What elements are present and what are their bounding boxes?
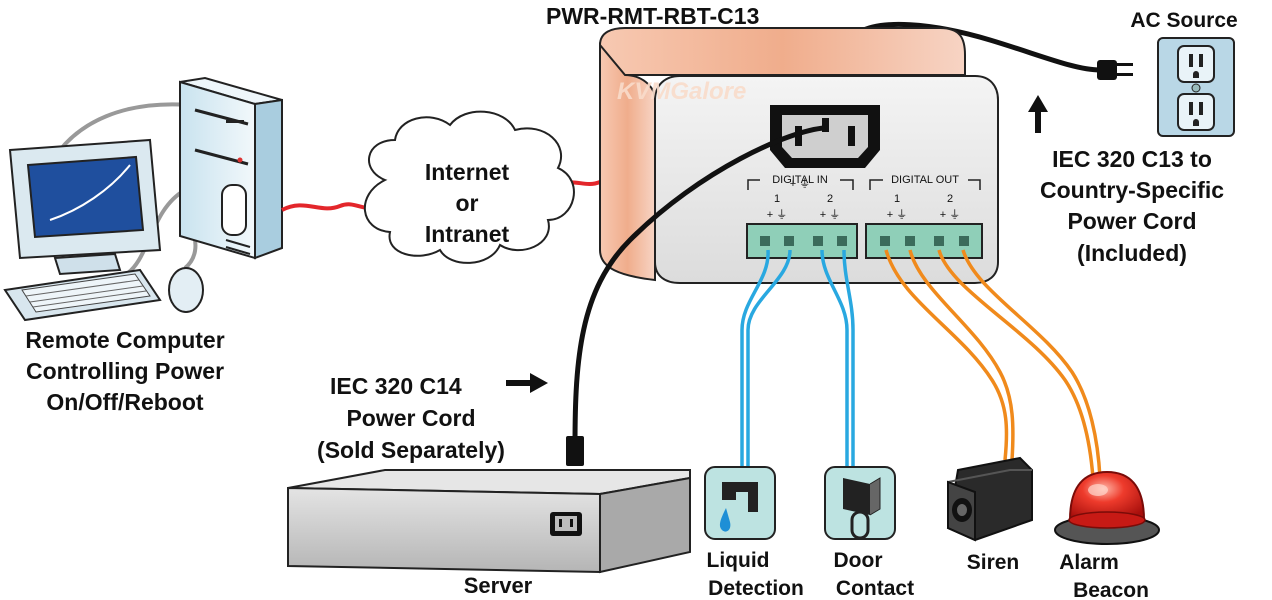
alarm-beacon-line1: Alarm — [1059, 551, 1119, 574]
digital-in-ch2: 2 — [827, 193, 833, 205]
svg-text:+ ⏚: + ⏚ — [887, 208, 907, 221]
siren-label: Siren — [967, 551, 1020, 574]
server-icon — [287, 469, 691, 574]
network-line1: Internet — [425, 159, 510, 185]
device-watermark: KVMGalore — [617, 78, 746, 105]
remote-computer-line3: On/Off/Reboot — [46, 389, 203, 415]
computer-tower-icon — [179, 76, 283, 260]
svg-text:+ ⏚: + ⏚ — [820, 208, 840, 221]
liquid-detection-line1: Liquid — [707, 549, 770, 572]
digital-in-label: DIGITAL IN — [772, 174, 828, 186]
arrow-up-icon — [1028, 95, 1048, 133]
ac-source-title: AC Source — [1130, 9, 1237, 32]
ac-cord-line2: Country-Specific — [1040, 177, 1224, 203]
remote-computer — [3, 76, 283, 322]
ac-power-cord — [858, 21, 1101, 73]
server-power-cord — [572, 125, 826, 446]
monitor-icon — [8, 138, 162, 276]
iec-c13-socket-icon — [770, 105, 880, 168]
alarm-beacon-icon — [1054, 470, 1160, 545]
mouse-icon — [168, 267, 204, 313]
ac-cord-line1: IEC 320 C13 to — [1052, 146, 1212, 172]
digital-out-ch1: 1 — [894, 193, 900, 205]
digital-in-wires — [740, 249, 855, 470]
server-cord-line1: IEC 320 C14 — [330, 373, 462, 399]
power-controller-device: + ⏚ + ⏚ + ⏚ + ⏚ + ⏚ — [599, 27, 999, 284]
network-cable-left — [281, 202, 376, 212]
alarm-beacon-line2: Beacon — [1073, 579, 1149, 600]
keyboard-icon — [3, 268, 162, 322]
ac-plug-icon — [1097, 60, 1133, 80]
digital-out-ch2: 2 — [947, 193, 953, 205]
ac-outlet-icon — [1157, 37, 1235, 137]
digital-in-ch1: 1 — [774, 193, 780, 205]
liquid-detection-sensor-icon — [704, 466, 776, 540]
digital-out-label: DIGITAL OUT — [891, 174, 959, 186]
door-contact-line2: Contact — [836, 577, 914, 600]
svg-text:+ ⏚: + ⏚ — [790, 177, 810, 190]
arrow-right-icon — [506, 373, 548, 393]
server-cord-line3: (Sold Separately) — [317, 437, 505, 463]
door-contact-line1: Door — [834, 549, 883, 572]
network-line3: Intranet — [425, 221, 510, 247]
svg-text:+ ⏚: + ⏚ — [767, 208, 787, 221]
siren-icon — [946, 456, 1033, 542]
c14-plug-icon — [566, 436, 584, 466]
remote-computer-line1: Remote Computer — [25, 327, 224, 353]
door-contact-sensor-icon — [824, 466, 896, 540]
server-label: Server — [464, 573, 533, 598]
device-model-title: PWR-RMT-RBT-C13 — [546, 3, 759, 29]
server-cord-line2: Power Cord — [346, 405, 475, 431]
remote-computer-line2: Controlling Power — [26, 358, 224, 384]
svg-text:+ ⏚: + ⏚ — [940, 208, 960, 221]
digital-out-wires — [884, 249, 1102, 479]
ac-cord-line4: (Included) — [1077, 240, 1187, 266]
liquid-detection-line2: Detection — [708, 577, 804, 600]
network-line2: or — [456, 190, 479, 216]
iec-c14-inlet-icon — [550, 512, 582, 536]
network-cloud — [364, 110, 575, 264]
digital-in-terminal-block — [746, 223, 858, 259]
ac-cord-line3: Power Cord — [1067, 208, 1196, 234]
